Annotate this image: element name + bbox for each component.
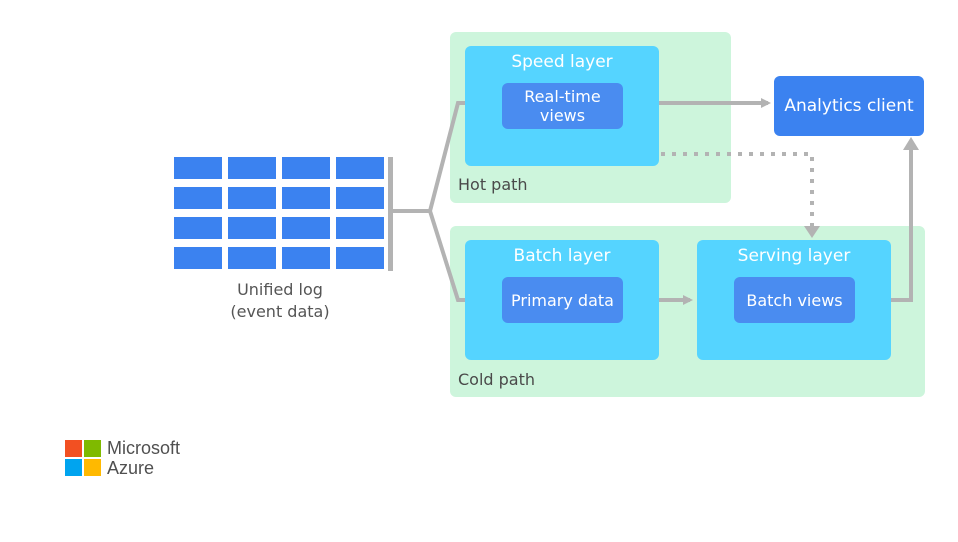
log-cell <box>336 157 384 179</box>
log-cell <box>282 217 330 239</box>
log-cell <box>228 247 276 269</box>
client-arrowhead <box>903 137 919 150</box>
serving-layer: Serving layer Batch views <box>697 240 891 360</box>
logo-square-red <box>65 440 82 457</box>
logo-square-yellow <box>84 459 101 476</box>
log-cell <box>228 157 276 179</box>
log-cell <box>228 217 276 239</box>
serving-arrowhead <box>804 226 820 238</box>
log-bracket <box>388 157 393 271</box>
hot-path-label: Hot path <box>458 175 528 194</box>
log-cell <box>282 157 330 179</box>
log-cell <box>174 187 222 209</box>
analytics-client: Analytics client <box>774 76 924 136</box>
batch-layer-title: Batch layer <box>513 246 611 266</box>
microsoft-wordmark: Microsoft Azure <box>107 438 180 478</box>
cold-path-label: Cold path <box>458 370 536 389</box>
log-cell <box>174 217 222 239</box>
fork-connector <box>393 101 465 302</box>
brand-line1: Microsoft <box>107 438 181 458</box>
realtime-views: Real-time views <box>502 83 623 129</box>
log-cell <box>174 247 222 269</box>
speed-layer-title: Speed layer <box>511 52 613 72</box>
log-cell <box>336 247 384 269</box>
log-label-line2: (event data) <box>230 302 330 321</box>
primary-data: Primary data <box>502 277 623 323</box>
batch-layer: Batch layer Primary data <box>465 240 659 360</box>
log-cell <box>228 187 276 209</box>
logo-square-green <box>84 440 101 457</box>
realtime-views-line2: views <box>539 106 586 125</box>
log-cell <box>336 217 384 239</box>
batch-views: Batch views <box>734 277 855 323</box>
speed-to-serving-dotted <box>661 152 814 226</box>
unified-log-caption: Unified log (event data) <box>174 279 386 323</box>
realtime-views-line1: Real-time <box>524 87 601 106</box>
log-cell <box>174 157 222 179</box>
serving-to-client-connector <box>890 148 913 302</box>
unified-log-grid <box>174 157 386 271</box>
speed-layer: Speed layer Real-time views <box>465 46 659 166</box>
log-cell <box>336 187 384 209</box>
log-label-line1: Unified log <box>237 280 323 299</box>
microsoft-logo-icon <box>65 440 101 476</box>
brand-line2: Azure <box>107 458 155 478</box>
serving-layer-title: Serving layer <box>737 246 851 266</box>
log-cell <box>282 247 330 269</box>
log-cell <box>282 187 330 209</box>
logo-square-blue <box>65 459 82 476</box>
